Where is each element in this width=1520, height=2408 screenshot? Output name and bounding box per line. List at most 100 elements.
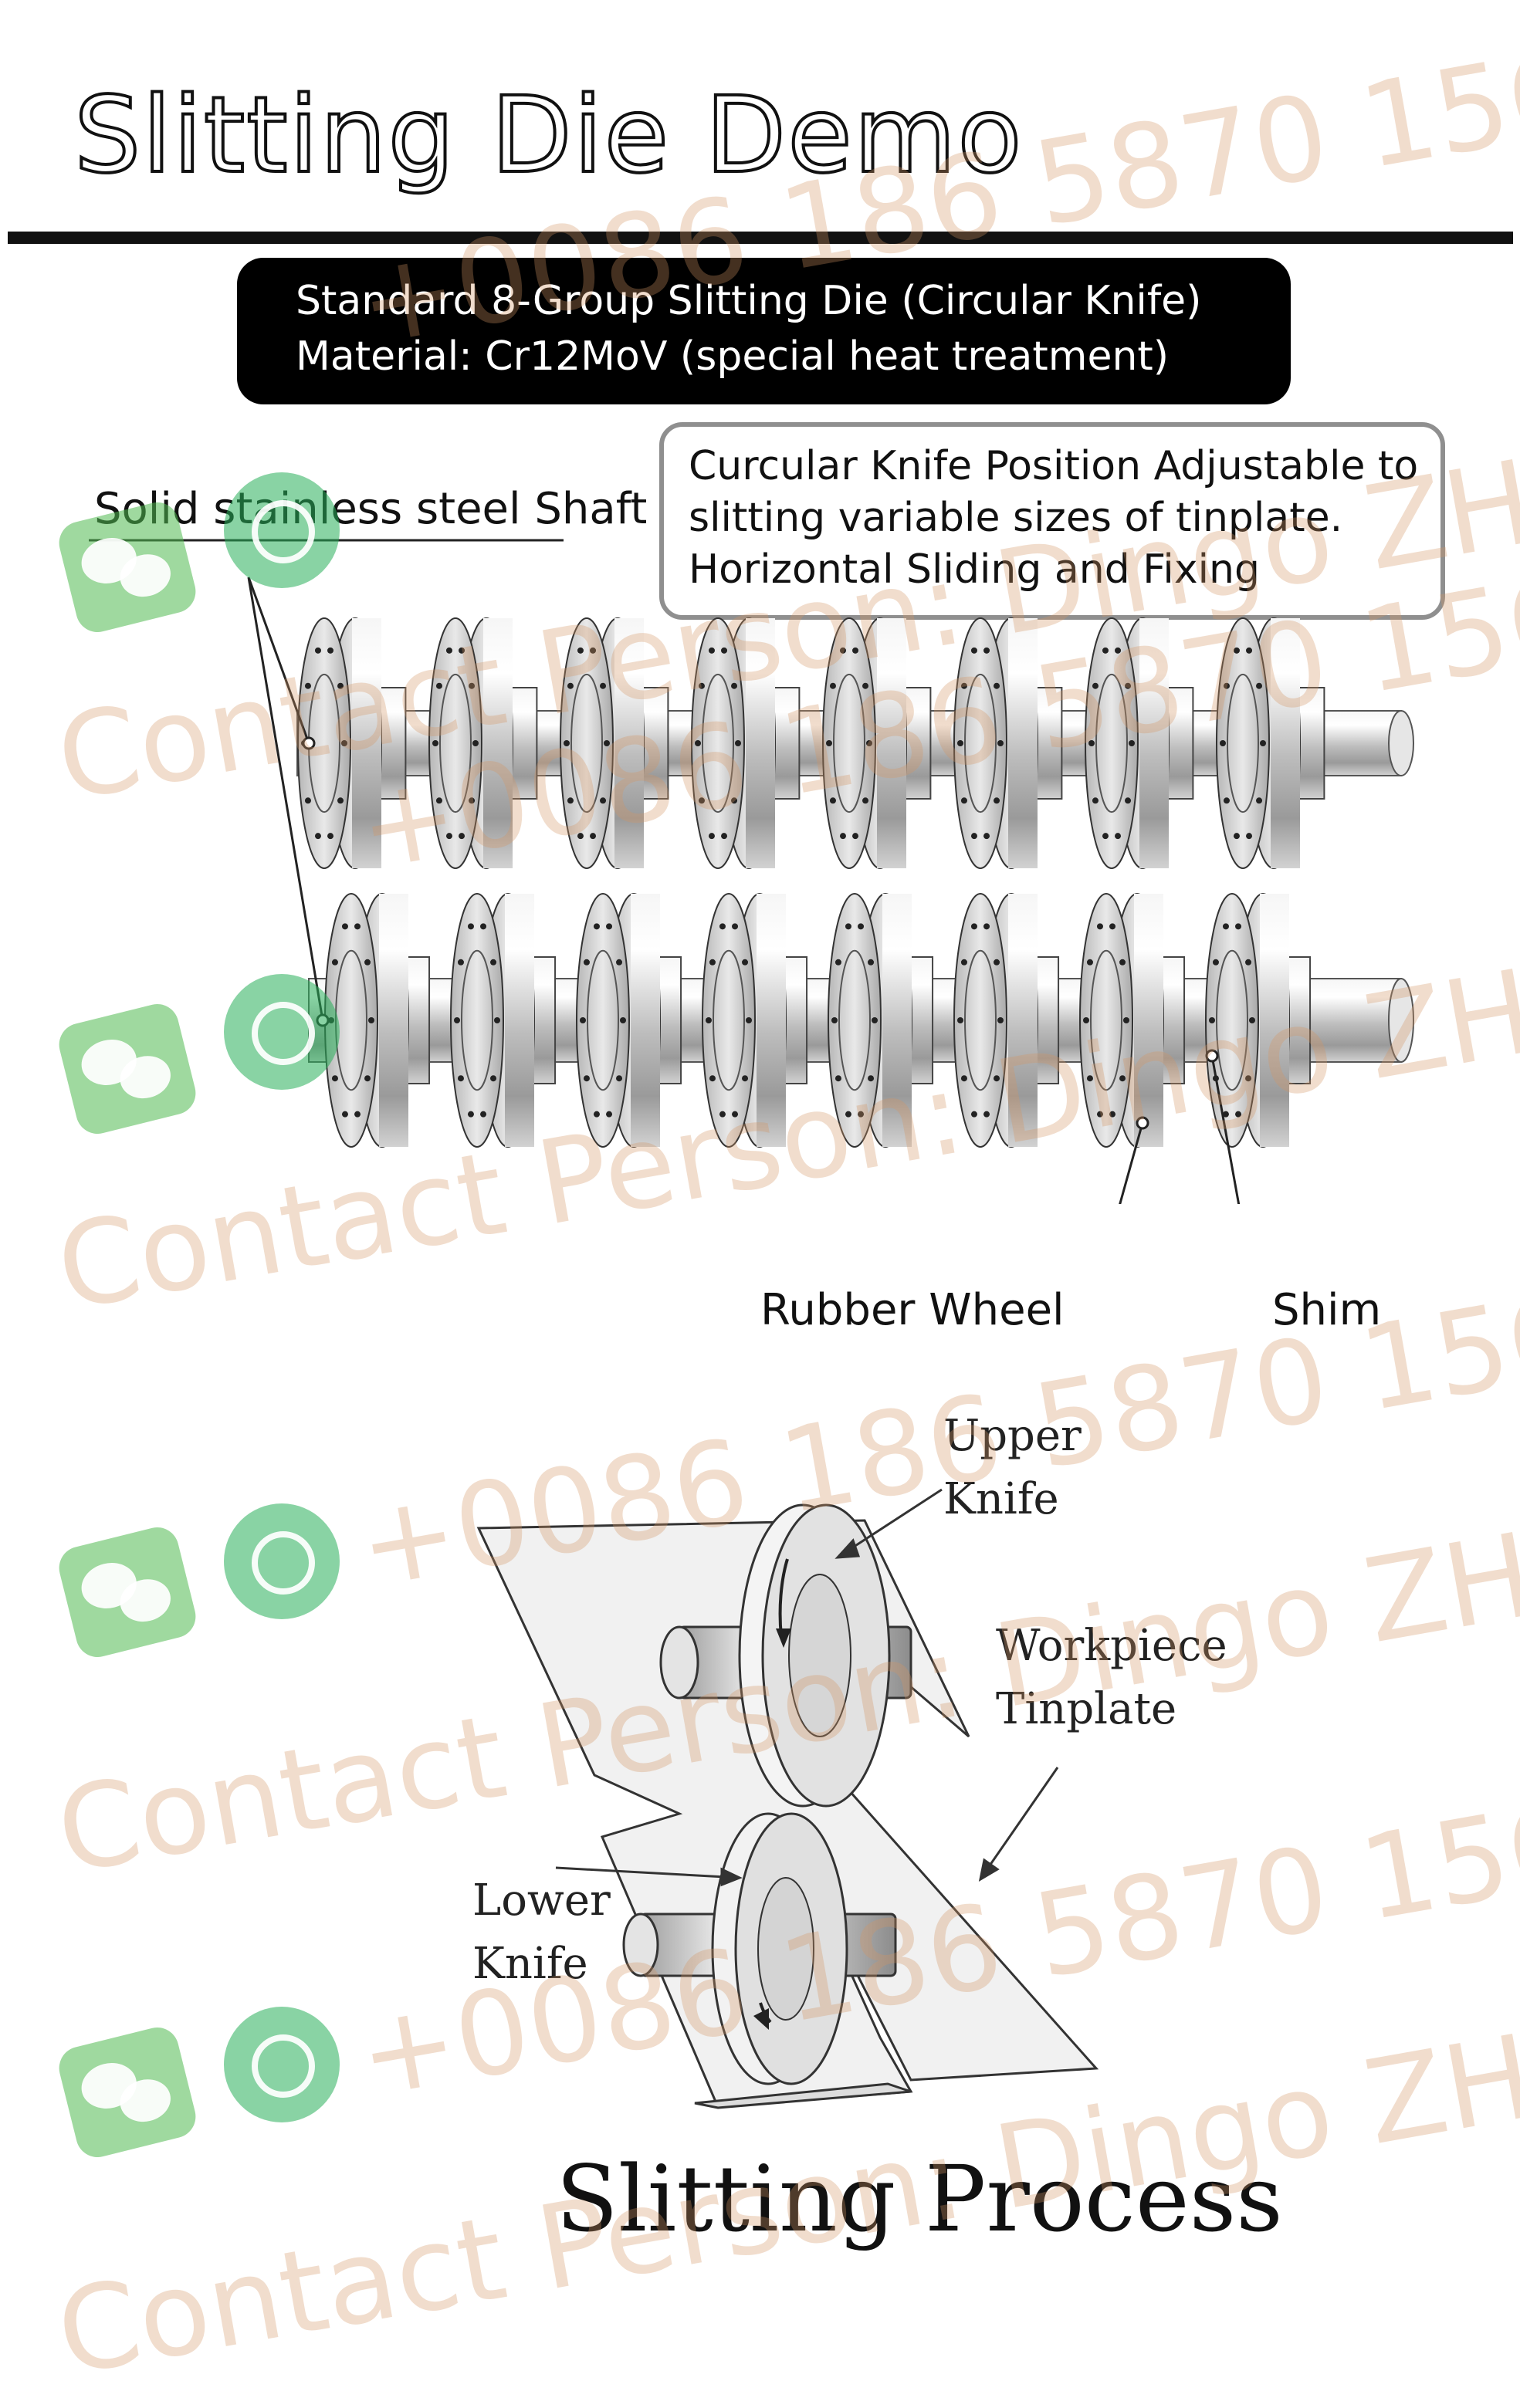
lower-knife-label: Lower Knife	[472, 1869, 611, 1996]
adjust-note-line-3: Horizontal Sliding and Fixing	[689, 546, 1261, 593]
bolt-hole	[467, 1111, 474, 1118]
knife-rim	[505, 894, 534, 1147]
bolt-hole	[1233, 833, 1240, 840]
knife-group	[953, 893, 1060, 1148]
bolt-hole	[983, 923, 990, 930]
knife-inner-ring	[964, 949, 997, 1091]
bolt-hole	[994, 797, 1000, 804]
bolt-hole	[994, 1075, 1000, 1082]
circular-knife	[1085, 617, 1139, 869]
bolt-hole	[1220, 740, 1226, 746]
bolt-hole	[327, 647, 334, 654]
knife-rim	[614, 618, 644, 868]
knife-rim	[1008, 618, 1038, 868]
bolt-hole	[1086, 1075, 1093, 1082]
bolt-hole	[731, 682, 738, 689]
upper-knife-label-line-2: Knife	[943, 1474, 1059, 1524]
whatsapp-icon	[224, 472, 340, 588]
bolt-hole	[494, 1017, 500, 1023]
knife-inner-ring	[1095, 673, 1128, 813]
slitting-die-illustration	[89, 539, 1414, 1204]
bolt-hole	[457, 1075, 464, 1082]
knife-inner-ring	[713, 949, 745, 1091]
bolt-hole	[1245, 959, 1252, 966]
bolt-hole	[469, 682, 476, 689]
bolt-hole	[1092, 682, 1099, 689]
knife-inner-ring	[702, 673, 734, 813]
bolt-hole	[957, 1017, 963, 1023]
bolt-hole	[593, 1111, 600, 1118]
bolt-hole	[368, 1017, 374, 1023]
bolt-hole	[445, 833, 452, 840]
whatsapp-icon	[224, 2007, 340, 2122]
knife-rim	[877, 618, 906, 868]
bolt-hole	[1086, 959, 1093, 966]
bolt-hole	[314, 647, 321, 654]
bolt-hole	[457, 959, 464, 966]
bolt-hole	[960, 682, 967, 689]
spec-banner: Standard 8-Group Slitting Die (Circular …	[237, 258, 1291, 404]
bolt-hole	[732, 923, 739, 930]
knife-group	[702, 893, 808, 1148]
bolt-hole	[435, 797, 442, 804]
bolt-hole	[957, 740, 963, 746]
bolt-hole	[826, 740, 832, 746]
bolt-hole	[706, 1017, 712, 1023]
knife-rim	[882, 894, 912, 1147]
knife-group	[560, 617, 669, 869]
bolt-hole	[590, 647, 597, 654]
bolt-hole	[1092, 797, 1099, 804]
knife-inner-ring	[570, 673, 603, 813]
circular-knife	[428, 617, 482, 869]
bolt-hole	[490, 959, 497, 966]
bolt-hole	[1102, 833, 1109, 840]
bolt-hole	[1223, 682, 1230, 689]
circular-knife	[953, 617, 1007, 869]
bolt-hole	[490, 1075, 497, 1082]
adjustment-note-box: Curcular Knife Position Adjustable to sl…	[659, 422, 1445, 620]
bolt-hole	[1115, 833, 1122, 840]
bolt-hole	[454, 1017, 460, 1023]
bolt-hole	[994, 682, 1000, 689]
circular-knife	[953, 893, 1007, 1148]
bolt-hole	[960, 1075, 967, 1082]
circular-knife	[1216, 617, 1270, 869]
bolt-hole	[593, 923, 600, 930]
bolt-hole	[341, 740, 347, 746]
bolt-hole	[445, 647, 452, 654]
bolt-hole	[337, 682, 344, 689]
bolt-hole	[354, 1111, 361, 1118]
knife-group	[428, 617, 538, 869]
upper-shaft	[296, 617, 1414, 869]
bolt-hole	[994, 959, 1000, 966]
knife-group	[953, 617, 1063, 869]
lower-knife-label-line-1: Lower	[472, 1875, 611, 1926]
knife-inner-ring	[439, 673, 472, 813]
bolt-hole	[698, 682, 705, 689]
bolt-hole	[1109, 1111, 1116, 1118]
knife-inner-ring	[833, 673, 865, 813]
bolt-hole	[1088, 740, 1095, 746]
knife-rim	[1271, 618, 1300, 868]
bolt-hole	[1245, 1075, 1252, 1082]
knife-rim	[352, 618, 381, 868]
bolt-hole	[435, 682, 442, 689]
bolt-hole	[862, 797, 869, 804]
bolt-hole	[304, 682, 311, 689]
upper-knife-label: Upper Knife	[943, 1405, 1082, 1531]
bolt-hole	[331, 1075, 338, 1082]
bolt-hole	[845, 1111, 851, 1118]
bolt-hole	[709, 1075, 716, 1082]
bolt-hole	[970, 647, 977, 654]
bolt-hole	[866, 740, 872, 746]
bolt-hole	[467, 923, 474, 930]
bolt-hole	[1125, 797, 1132, 804]
lower-shaft	[308, 893, 1414, 1148]
bolt-hole	[1119, 959, 1126, 966]
bolt-hole	[839, 833, 846, 840]
bolt-hole	[341, 1111, 348, 1118]
bolt-hole	[469, 797, 476, 804]
knife-group	[297, 617, 407, 869]
knife-rim	[483, 618, 513, 868]
bolt-hole	[1109, 923, 1116, 930]
